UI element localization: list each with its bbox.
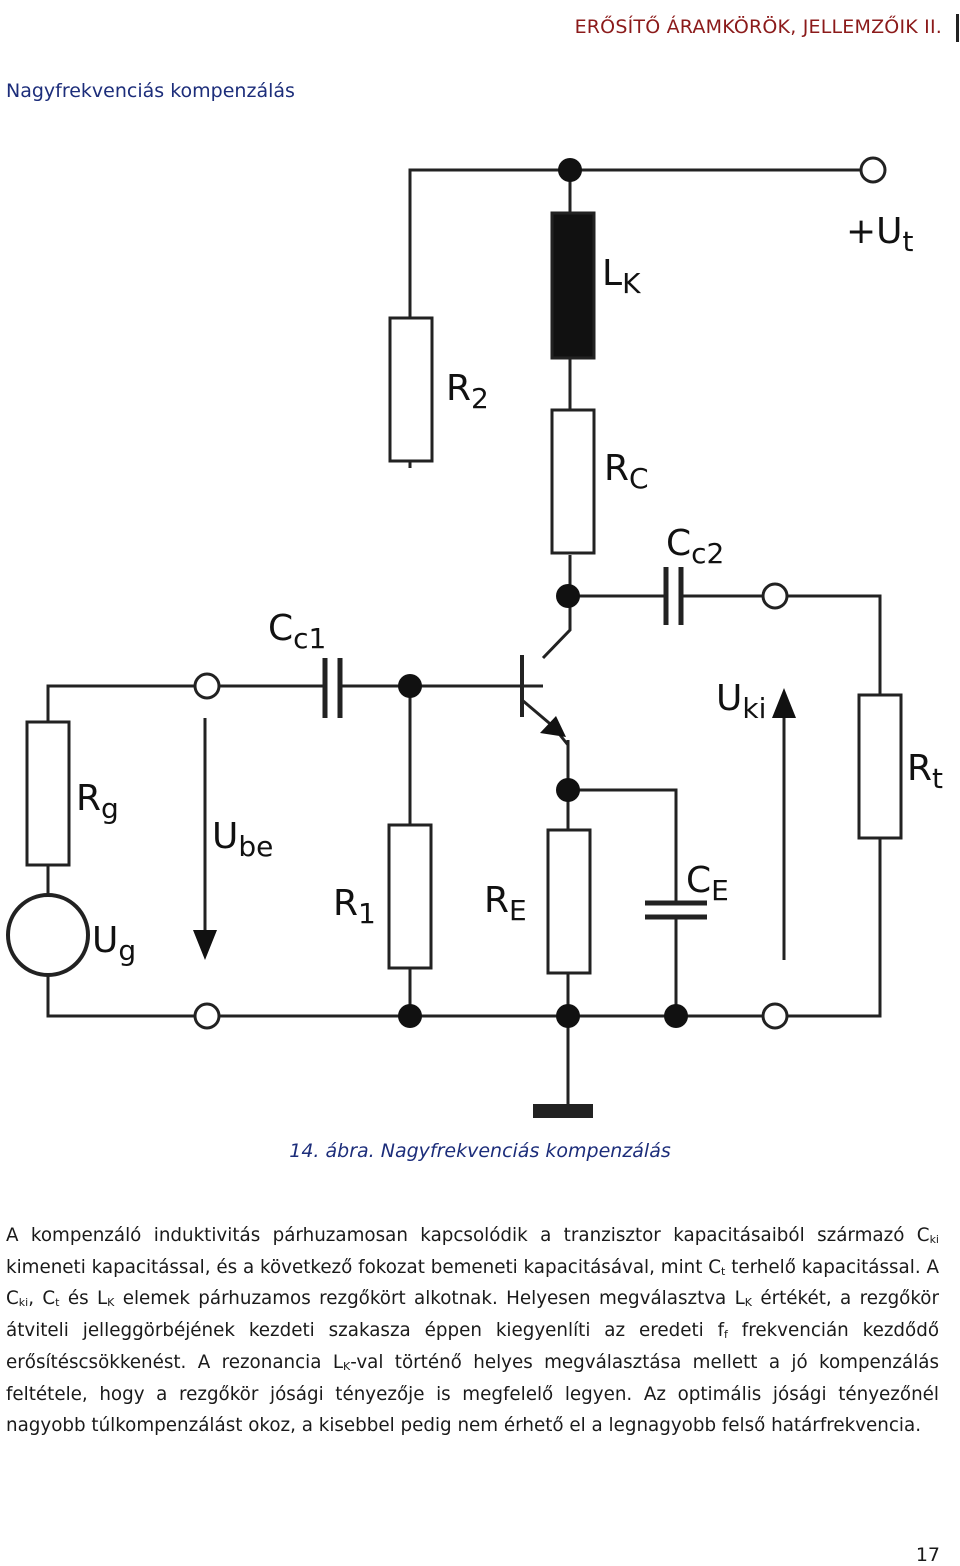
- transistor-emitter-lead: [558, 734, 570, 746]
- capacitor-cc2: [663, 567, 684, 625]
- label-r1: R1: [333, 883, 376, 930]
- junction-dot: [398, 1004, 422, 1028]
- terminal-supply: [859, 156, 887, 184]
- capacitor-ce: [645, 900, 707, 920]
- junction-dot: [556, 1004, 580, 1028]
- label-lk: LK: [602, 253, 641, 300]
- resistor-rt: [857, 693, 903, 840]
- label-rg: Rg: [76, 778, 119, 825]
- wire-ce: [568, 788, 678, 1016]
- terminal-input-top: [193, 672, 221, 700]
- ground-symbol: [533, 1104, 593, 1118]
- junction-dot: [558, 158, 582, 182]
- capacitor-cc1: [322, 658, 343, 718]
- resistor-r2: [388, 316, 434, 463]
- wire-input: [46, 684, 543, 725]
- wire-output: [568, 594, 882, 1018]
- caption-text: Nagyfrekvenciás kompenzálás: [380, 1140, 671, 1162]
- wire-top-rail: [408, 168, 860, 468]
- page-header: ERŐSÍTŐ ÁRAMKÖRÖK, JELLEMZŐIK II.: [0, 14, 959, 42]
- label-ce: CE: [686, 860, 729, 907]
- junction-dot: [556, 778, 580, 802]
- label-ube: Ube: [212, 816, 273, 863]
- label-uki: Uki: [716, 678, 766, 725]
- resistor-re: [546, 828, 592, 975]
- terminal-input-bottom: [193, 1002, 221, 1030]
- transistor-arrow: [540, 716, 566, 737]
- resistor-r1: [387, 823, 433, 970]
- label-r2: R2: [446, 368, 489, 415]
- arrow-ube-head: [193, 930, 217, 960]
- arrow-uki-head: [772, 688, 796, 718]
- resistor-rg: [25, 720, 71, 867]
- label-rc: RC: [604, 448, 649, 495]
- terminal-output-bottom: [761, 1002, 789, 1030]
- circuit-diagram: +Ut LK R2 RC Cc2 Cc1 Uki Rt Rg Ube CE R1…: [6, 156, 943, 1118]
- section-title: Nagyfrekvenciás kompenzálás: [6, 80, 295, 102]
- label-supply: +Ut: [846, 211, 914, 258]
- page-number: 17: [915, 1544, 940, 1566]
- label-ug: Ug: [92, 920, 136, 967]
- junction-dot: [664, 1004, 688, 1028]
- junction-dot: [556, 584, 580, 608]
- label-cc2: Cc2: [666, 523, 724, 570]
- terminal-output-top: [761, 582, 789, 610]
- caption-number: 14. ábra.: [289, 1140, 375, 1162]
- body-paragraph: A kompenzáló induktivitás párhuzamosan k…: [6, 1225, 940, 1437]
- resistor-rc: [550, 408, 596, 555]
- label-rt: Rt: [907, 748, 943, 795]
- inductor-lk: [550, 211, 596, 360]
- header-title: ERŐSÍTŐ ÁRAMKÖRÖK, JELLEMZŐIK II.: [574, 16, 942, 38]
- junction-dot: [398, 674, 422, 698]
- label-re: RE: [484, 880, 527, 927]
- source-ug: [6, 893, 90, 977]
- label-cc1: Cc1: [268, 608, 326, 655]
- figure-caption: 14. ábra. Nagyfrekvenciás kompenzálás: [0, 1140, 960, 1162]
